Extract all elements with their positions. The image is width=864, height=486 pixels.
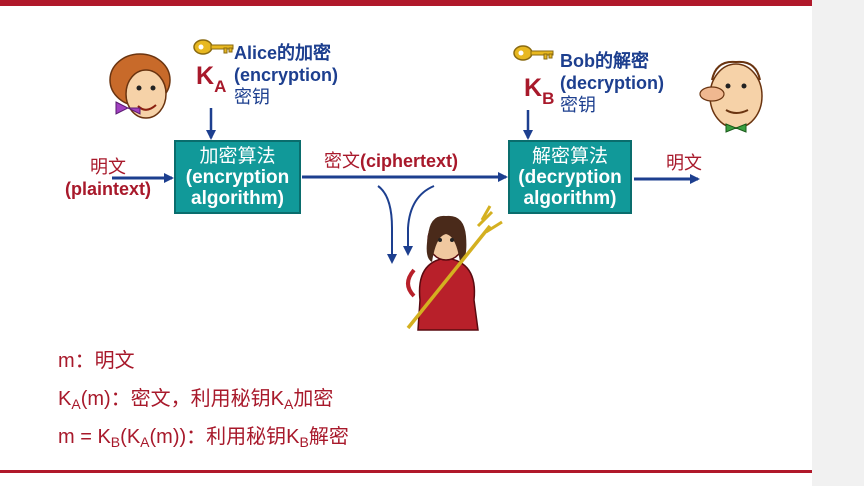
bob-key-letter: K	[524, 74, 543, 102]
alice-key-icon	[193, 39, 234, 55]
enc-box-line3: algorithm)	[191, 188, 284, 209]
formula2-k: K	[58, 388, 72, 410]
alice-key-title: Alice的加密	[234, 43, 332, 63]
dec-box-line2: (decryption	[518, 167, 622, 188]
formula-plaintext: m：明文	[58, 344, 135, 373]
eavesdrop-arrow-right	[403, 185, 435, 256]
bob-key-label: Bob的解密 (decryption) 密钥	[560, 50, 664, 116]
formula3-lead: m =	[58, 426, 98, 448]
bob-key-title: Bob的解密	[560, 51, 649, 71]
formula1-desc: ：明文	[74, 350, 135, 372]
formula3-sub2: A	[140, 434, 150, 450]
formula2-sub2: A	[284, 396, 294, 412]
top-accent-bar	[0, 0, 812, 6]
formula2-sub: A	[71, 396, 81, 412]
ciphertext-en: (ciphertext)	[360, 151, 459, 171]
formula3-close: (m))	[149, 426, 187, 448]
bob-avatar	[699, 60, 763, 133]
right-side-panel	[812, 0, 864, 486]
formula3-sub3: B	[299, 434, 309, 450]
plaintext-in-en: (plaintext)	[64, 179, 151, 199]
alice-key-paren: (encryption)	[234, 65, 339, 85]
formula3-tail: 解密	[308, 426, 349, 448]
alice-avatar	[109, 53, 171, 119]
formula2-desc: ：密文，利用秘钥	[110, 388, 271, 410]
ciphertext-label: 密文(ciphertext)	[324, 150, 458, 172]
plaintext-in-label: 明文 (plaintext)	[54, 156, 162, 200]
plaintext-in-cn: 明文	[90, 157, 126, 177]
formula3-open: (	[120, 426, 127, 448]
ciphertext-cn: 密文	[324, 151, 360, 171]
bob-key-symbol: KB	[524, 74, 554, 107]
formula3-k2: K	[126, 426, 141, 448]
formula1-m: m	[58, 350, 75, 372]
formula3-k: K	[97, 426, 111, 448]
formula2-k2: K	[270, 388, 285, 410]
alice-key-subscript: A	[214, 77, 227, 96]
dec-box-line3: algorithm)	[523, 188, 617, 209]
formula3-k3: K	[286, 426, 300, 448]
enc-box-cn: 加密算法	[199, 146, 276, 167]
formula-decryption: m = KB(KA(m))：利用秘钥KB解密	[58, 420, 349, 449]
plaintext-out-label: 明文	[666, 153, 702, 173]
bottom-accent-bar	[0, 470, 812, 473]
enc-box-line2: (encryption	[185, 167, 290, 188]
formula2-tail: 加密	[293, 388, 334, 410]
formula-ciphertext: KA(m)：密文，利用秘钥KA加密	[58, 382, 333, 411]
alice-key-word: 密钥	[234, 87, 270, 107]
alice-key-label: Alice的加密 (encryption) 密钥	[234, 42, 338, 108]
bob-key-paren: (decryption)	[560, 73, 665, 93]
bob-key-icon	[513, 45, 554, 61]
bob-key-word: 密钥	[560, 95, 596, 115]
eavesdrop-arrow-left	[377, 185, 397, 264]
trudy-avatar	[406, 205, 503, 331]
dec-box-cn: 解密算法	[531, 146, 608, 167]
formula2-arg: (m)	[80, 388, 111, 410]
alice-key-letter: K	[196, 62, 215, 90]
encryption-algorithm-box: 加密算法 (encryption algorithm)	[174, 140, 301, 214]
formula3-desc: ：利用秘钥	[186, 426, 287, 448]
decryption-algorithm-box: 解密算法 (decryption algorithm)	[508, 140, 632, 214]
diagram-graphics	[109, 39, 763, 331]
alice-key-symbol: KA	[196, 62, 226, 95]
bob-key-subscript: B	[542, 89, 555, 108]
formula3-sub: B	[110, 434, 121, 450]
